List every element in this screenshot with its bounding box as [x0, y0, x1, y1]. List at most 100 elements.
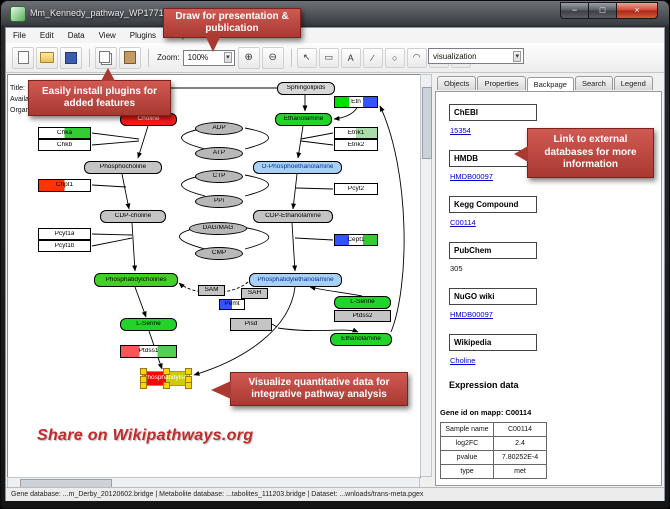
pathway-node-ppi[interactable]: PPi [195, 195, 243, 208]
pathway-node-chka[interactable]: Chka [38, 127, 91, 139]
selection-handle[interactable] [185, 368, 192, 375]
menu-plugins[interactable]: Plugins [129, 31, 157, 40]
menu-data[interactable]: Data [67, 31, 85, 40]
callout-plugins: Easily install plugins for added feature… [28, 68, 171, 116]
tab-properties[interactable]: Properties [477, 76, 526, 90]
zoom-label: Zoom: [157, 53, 180, 62]
pathway-node-adp[interactable]: ADP [195, 122, 243, 135]
pathway-node-ethanolamine[interactable]: Ethanolamine [275, 113, 332, 126]
pathway-node-phosphatidylserines[interactable]: Phosphatidylserines [140, 368, 192, 389]
tab-backpage[interactable]: Backpage [526, 77, 574, 91]
ellipse-tool-icon[interactable]: ○ [384, 47, 405, 68]
select-tool-icon[interactable]: ↖ [296, 47, 317, 68]
table-cell: log2FC [440, 436, 494, 451]
save-button[interactable] [60, 46, 82, 69]
backpage-value-nugo-wiki[interactable]: HMDB00097 [450, 310, 493, 319]
label-tool-icon[interactable]: A [340, 47, 361, 68]
pathway-node-etnk2[interactable]: Etnk2 [334, 139, 378, 151]
copy-icon [98, 50, 110, 63]
pathway-node-l-serine[interactable]: L-Serine [334, 296, 391, 309]
backpage-value-chebi[interactable]: 15354 [450, 126, 471, 135]
datanode-tool-icon[interactable]: ▭ [318, 47, 339, 68]
menu-view[interactable]: View [98, 31, 116, 40]
app-icon [10, 6, 26, 22]
backpage-value-kegg-compound[interactable]: C00114 [450, 218, 476, 227]
chevron-down-icon[interactable]: ▾ [224, 52, 232, 63]
pathway-node-ethanolamine[interactable]: Ethanolamine [330, 333, 392, 346]
arc-tool-icon[interactable]: ◠ [406, 47, 427, 68]
backpage-header-wikipedia: Wikipedia [449, 334, 537, 351]
pathway-node-pisd[interactable]: Pisd [230, 318, 272, 331]
infobox-line: Title: [10, 85, 25, 92]
pathway-node-l-serine[interactable]: L-Serine [120, 318, 177, 331]
pathway-node-pcyt1b[interactable]: Pcyt1b [38, 240, 91, 252]
tab-objects[interactable]: Objects [437, 76, 477, 90]
selection-handle[interactable] [185, 382, 192, 389]
pathway-node-cept1[interactable]: Cept1 [334, 234, 378, 246]
pathway-node-cmp[interactable]: CMP [195, 247, 243, 260]
pathway-node-etnk1[interactable]: Etnk1 [334, 127, 378, 139]
zoom-out-button[interactable]: ⊖ [261, 46, 284, 69]
pathway-node-ptdss2[interactable]: Ptdss2 [334, 310, 391, 322]
new-button[interactable] [12, 46, 34, 69]
pathway-node-phosphatidylethanolamine[interactable]: Phosphatidylethanolamine [249, 273, 342, 287]
pathway-node-dag-mag[interactable]: DAG/MAG [189, 222, 247, 235]
node-label: SAH [247, 290, 262, 297]
node-label: Cept1 [347, 236, 365, 243]
minimize-button[interactable]: − [560, 2, 588, 19]
visualization-combobox[interactable]: visualization ▾ [428, 48, 524, 64]
table-cell: type [440, 464, 494, 479]
title-bar[interactable]: Mm_Kennedy_pathway_WP1771_45176.gp − □ × [0, 0, 670, 27]
menu-file[interactable]: File [13, 31, 26, 40]
pathway-node-phosphocholine[interactable]: Phosphocholine [84, 161, 162, 174]
paste-icon [124, 51, 136, 64]
tab-legend[interactable]: Legend [613, 76, 653, 90]
pathway-node-chkb[interactable]: Chkb [38, 139, 91, 151]
copy-button[interactable] [95, 46, 117, 69]
gene-id-line: Gene id on mapp: C00114 [440, 408, 532, 417]
node-label: O-Phosphoethanolamine [261, 164, 334, 171]
pathway-node-pcyt1a[interactable]: Pcyt1a [38, 228, 91, 240]
selection-handle[interactable] [163, 368, 170, 375]
pathway-node-cdp-ethanolamine[interactable]: CDP-Ethanolamine [253, 210, 333, 223]
zoom-in-button[interactable]: ⊕ [237, 46, 260, 69]
toolbar-separator [290, 48, 292, 67]
maximize-button[interactable]: □ [588, 2, 616, 19]
pathway-node-chpt1[interactable]: Chpt1 [38, 179, 91, 192]
selection-handle[interactable] [140, 368, 147, 375]
table-cell: met [493, 464, 547, 479]
selection-handle[interactable] [140, 382, 147, 389]
toolbar-separator [89, 48, 90, 67]
pathway-node-ptdss1[interactable]: Ptdss1 [120, 345, 177, 358]
open-button[interactable] [36, 46, 58, 69]
pathway-node-phosphatidylcholines[interactable]: Phosphatidylcholines [94, 273, 178, 287]
chevron-down-icon[interactable]: ▾ [513, 50, 521, 62]
pathway-node-atp[interactable]: ATP [195, 147, 243, 160]
node-label: Ethanolamine [341, 336, 381, 343]
share-text: Share on Wikipathways.org [37, 427, 254, 444]
menu-edit[interactable]: Edit [39, 31, 54, 40]
canvas-vertical-scrollbar[interactable] [420, 74, 432, 477]
pathway-node-pemt[interactable]: Pemt [219, 299, 245, 310]
paste-button[interactable] [119, 46, 141, 69]
selection-handle[interactable] [163, 382, 170, 389]
tab-search[interactable]: Search [574, 76, 613, 90]
pathway-node-sphingolipids[interactable]: Sphingolipids [277, 82, 335, 95]
scrollbar-thumb[interactable] [422, 87, 432, 159]
pathway-node-etn[interactable]: Etn [334, 96, 378, 108]
close-button[interactable]: × [616, 2, 658, 19]
pathway-node-pcyt2[interactable]: Pcyt2 [334, 183, 378, 195]
pathway-node-sah[interactable]: SAH [241, 288, 268, 299]
pathway-node-sam[interactable]: SAM [198, 285, 225, 296]
pathway-node-cdp-choline[interactable]: CDP-choline [100, 210, 166, 223]
pathway-node-o-phosphoethanolamine[interactable]: O-Phosphoethanolamine [253, 161, 342, 174]
callout-pointer [211, 381, 231, 399]
backpage-value-hmdb[interactable]: HMDB00097 [450, 172, 493, 181]
backpage-value-wikipedia[interactable]: Choline [450, 356, 476, 365]
pathway-node-ctp[interactable]: CTP [195, 170, 243, 183]
zoom-in-icon: ⊕ [244, 52, 253, 63]
line-tool-icon[interactable]: ∕ [362, 47, 383, 68]
